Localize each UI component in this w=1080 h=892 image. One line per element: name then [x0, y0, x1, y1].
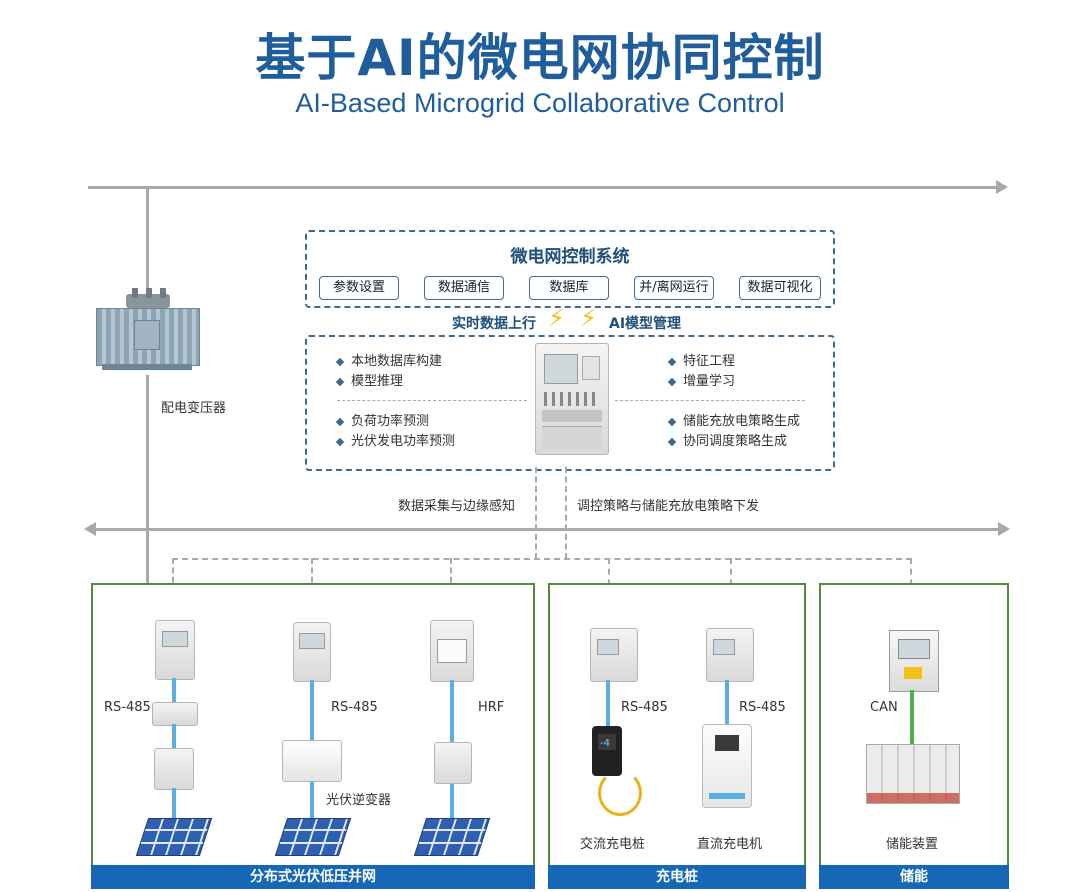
dispatch-label: 调控策略与储能充放电策略下发 — [577, 499, 760, 514]
transformer-image — [96, 288, 200, 374]
pv1-link-lower — [172, 724, 176, 748]
pv-inverter-label: 光伏逆变器 — [326, 793, 392, 808]
pv1-link-panel — [172, 788, 176, 818]
lightning-icon-right: ⚡ — [580, 304, 597, 332]
pv1-protocol: RS-485 — [104, 700, 151, 715]
feature-coordinated-dispatch: 协同调度策略生成 — [667, 430, 787, 449]
lower-bus-arrow-left — [84, 522, 96, 536]
trunk-line-lower — [146, 375, 149, 583]
ai-model-label: AI模型管理 — [609, 316, 682, 332]
storage-protocol: CAN — [870, 700, 898, 715]
top-bus-line — [88, 186, 998, 189]
pv2-solar-panel — [274, 818, 352, 856]
lower-bus-arrow-right — [998, 522, 1010, 536]
module-database: 数据库 — [529, 276, 609, 300]
pv1-meter — [152, 702, 198, 726]
pv1-solar-panel — [135, 818, 213, 856]
group-storage-title: 储能 — [819, 865, 1009, 889]
dc-link — [725, 680, 729, 726]
group-pv-title: 分布式光伏低压并网 — [91, 865, 535, 889]
pv3-protocol: HRF — [478, 700, 505, 715]
dash-dispatch-down — [565, 467, 567, 559]
collect-label: 数据采集与边缘感知 — [398, 499, 516, 514]
module-data-visualization: 数据可视化 — [739, 276, 821, 300]
divider-left — [337, 400, 527, 401]
dc-charger — [702, 724, 752, 808]
pv3-comm-module — [430, 620, 474, 682]
pv2-protocol: RS-485 — [331, 700, 378, 715]
trunk-line-upper — [146, 186, 149, 298]
pv1-comm-module — [155, 620, 195, 680]
group-storage — [819, 583, 1009, 867]
feature-local-db: 本地数据库构建 — [335, 350, 442, 369]
pv1-link-upper — [172, 678, 176, 702]
edge-controller-box: 本地数据库构建 模型推理 负荷功率预测 光伏发电功率预测 特征工程 增量学习 储… — [305, 335, 835, 471]
pv3-inverter — [434, 742, 472, 784]
feature-incremental-learning: 增量学习 — [667, 370, 735, 389]
ac-protocol: RS-485 — [621, 700, 668, 715]
dash-collect-up — [535, 467, 537, 559]
ac-meter — [590, 628, 638, 682]
dc-protocol: RS-485 — [739, 700, 786, 715]
group-charging-title: 充电桩 — [548, 865, 806, 889]
dash-distribution-line — [172, 558, 912, 560]
feature-load-forecast: 负荷功率预测 — [335, 410, 429, 429]
module-param-settings: 参数设置 — [319, 276, 399, 300]
module-grid-operation: 并/离网运行 — [634, 276, 714, 300]
feature-pv-forecast: 光伏发电功率预测 — [335, 430, 455, 449]
upload-label: 实时数据上行 — [452, 316, 536, 332]
feature-model-inference: 模型推理 — [335, 370, 403, 389]
control-system-box: 微电网控制系统 参数设置 数据通信 数据库 并/离网运行 数据可视化 — [305, 230, 835, 308]
storage-cabinet — [889, 630, 939, 692]
ac-charger: -4 — [592, 726, 622, 776]
group-charging — [548, 583, 806, 867]
feature-engineering: 特征工程 — [667, 350, 735, 369]
lightning-icon-left: ⚡ — [548, 304, 565, 332]
dc-meter — [706, 628, 754, 682]
page-subtitle: AI-Based Microgrid Collaborative Control — [295, 88, 785, 118]
ac-charger-cable — [598, 770, 642, 816]
feature-storage-strategy: 储能充放电策略生成 — [667, 410, 800, 429]
transformer-label: 配电变压器 — [161, 401, 227, 416]
pv2-inverter — [282, 740, 342, 782]
ac-charger-label: 交流充电桩 — [580, 837, 646, 852]
pv2-comm-module — [293, 622, 331, 682]
control-system-title: 微电网控制系统 — [510, 247, 630, 267]
top-bus-arrow — [996, 180, 1008, 194]
pv3-solar-panel — [413, 818, 491, 856]
divider-right — [615, 400, 805, 401]
lower-bus-line — [94, 528, 1000, 531]
page-title: 基于AI的微电网协同控制 — [255, 29, 825, 87]
module-data-comm: 数据通信 — [424, 276, 504, 300]
ac-link — [606, 680, 610, 726]
edge-controller-device — [535, 343, 609, 455]
storage-link — [910, 690, 914, 744]
storage-device-label: 储能装置 — [886, 837, 939, 852]
dc-charger-label: 直流充电机 — [697, 837, 763, 852]
pv1-inverter — [154, 748, 194, 790]
storage-container — [866, 744, 960, 804]
